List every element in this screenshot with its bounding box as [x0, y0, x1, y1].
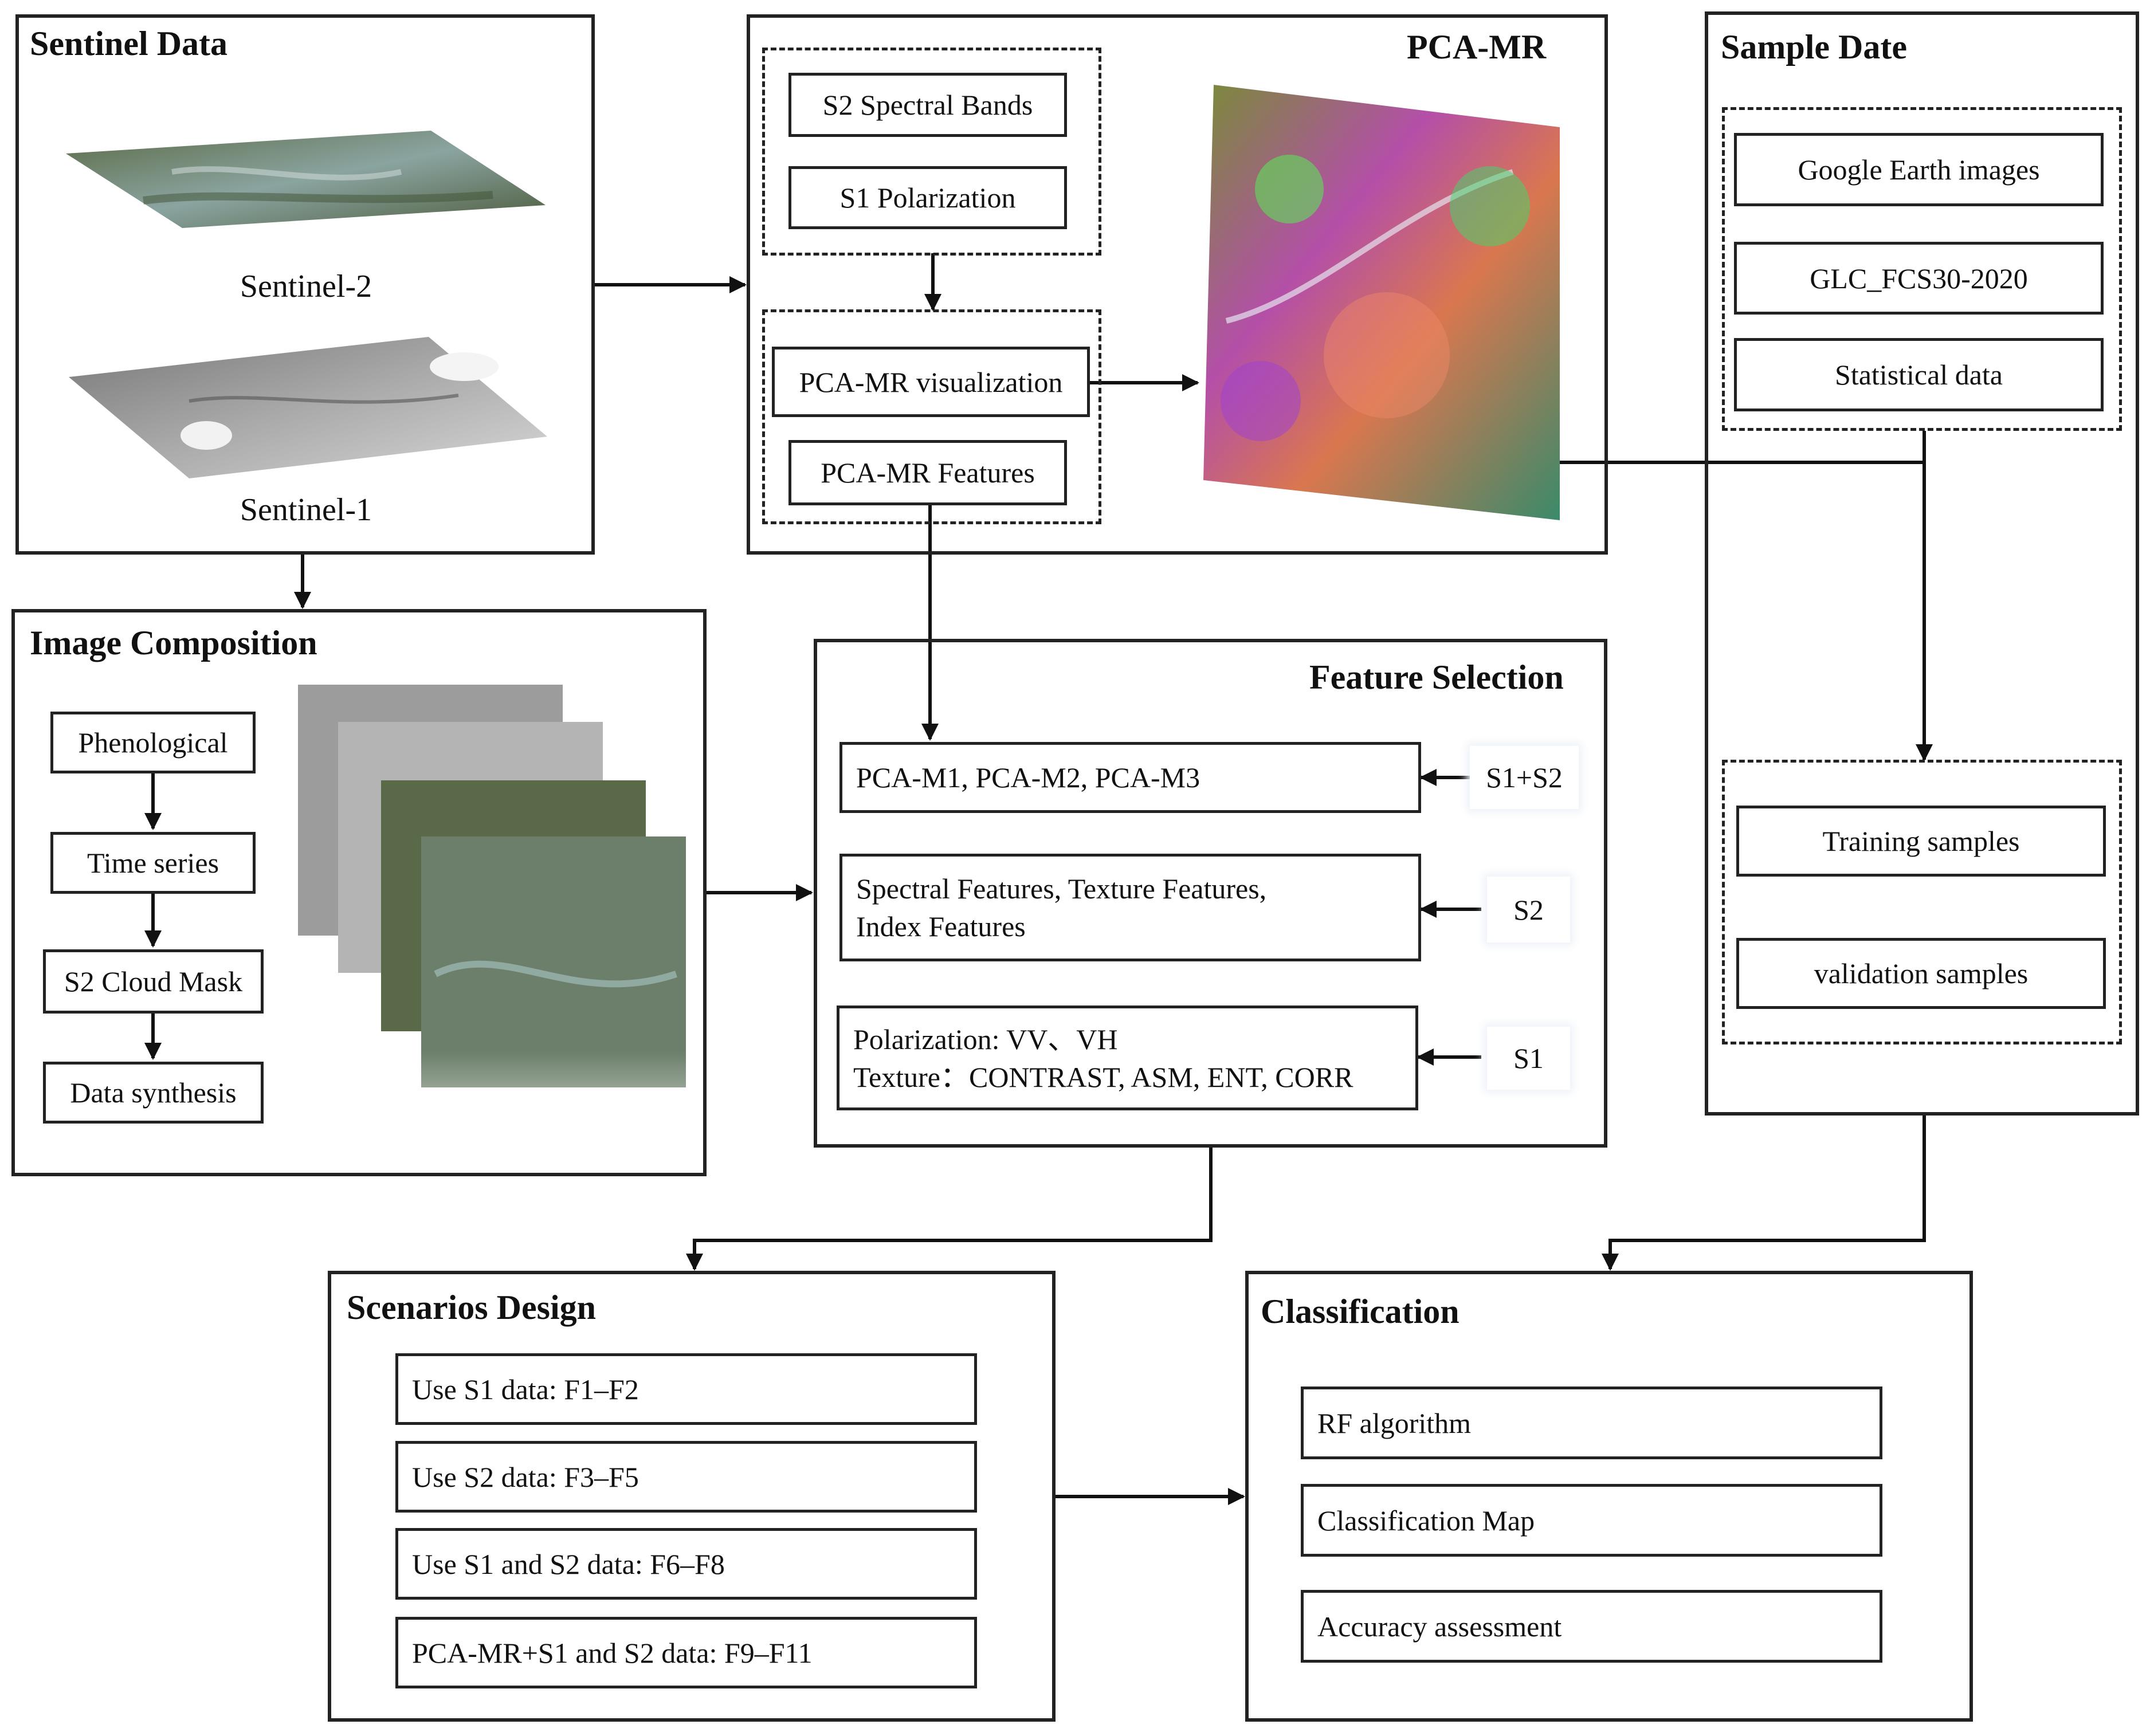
accuracy-assessment-box: Accuracy assessment: [1301, 1590, 1882, 1663]
pca-m-features-box: PCA-M1, PCA-M2, PCA-M3: [839, 742, 1421, 813]
sample-set-group: [1722, 760, 2122, 1044]
scenarios-design-panel: [328, 1271, 1056, 1722]
composition-image-stack: [295, 682, 690, 1175]
validation-samples-box: validation samples: [1736, 938, 2106, 1009]
rf-algorithm-box: RF algorithm: [1301, 1387, 1882, 1459]
pca-mr-panel: [747, 14, 1608, 555]
scenario-pca-mr-box: PCA-MR+S1 and S2 data: F9–F11: [395, 1617, 977, 1688]
classification-panel: [1245, 1271, 1973, 1722]
data-synthesis-box: Data synthesis: [43, 1062, 264, 1124]
pca-mr-features-box: PCA-MR Features: [788, 440, 1067, 505]
google-earth-images-box: Google Earth images: [1734, 133, 2104, 206]
image-composition-title: Image Composition: [30, 624, 317, 662]
spectral-texture-index-box: Spectral Features, Texture Features, Ind…: [839, 854, 1421, 961]
statistical-data-box: Statistical data: [1734, 338, 2104, 411]
pca-mr-title: PCA-MR: [1407, 28, 1547, 66]
sentinel-1-label: Sentinel-1: [240, 492, 372, 528]
s1-s2-tag: S1+S2: [1470, 746, 1579, 809]
sentinel-data-title: Sentinel Data: [30, 25, 227, 62]
polarization-line: Polarization: VV、VH: [853, 1023, 1118, 1055]
pca-mr-visualization-box: PCA-MR visualization: [772, 347, 1090, 417]
pca-mr-image: [1203, 85, 1560, 520]
sample-date-panel: [1705, 11, 2139, 1116]
training-samples-box: Training samples: [1736, 806, 2106, 877]
spectral-texture-line: Spectral Features, Texture Features,: [856, 873, 1267, 905]
feature-selection-panel: [814, 639, 1607, 1148]
image-composition-panel: [11, 609, 707, 1176]
scenario-s1-box: Use S1 data: F1–F2: [395, 1353, 977, 1425]
sentinel-data-panel: [15, 14, 595, 555]
scenario-s2-box: Use S2 data: F3–F5: [395, 1441, 977, 1513]
texture-line: Texture：CONTRAST, ASM, ENT, CORR: [853, 1061, 1353, 1093]
classification-title: Classification: [1261, 1293, 1460, 1330]
sentinel-2-label: Sentinel-2: [240, 269, 372, 304]
s2-spectral-bands-box: S2 Spectral Bands: [788, 73, 1067, 137]
s1-polarization-box: S1 Polarization: [788, 166, 1067, 229]
feature-selection-title: Feature Selection: [1309, 658, 1564, 696]
sample-date-title: Sample Date: [1721, 28, 1907, 66]
polarization-texture-box: Polarization: VV、VH Texture：CONTRAST, AS…: [837, 1006, 1418, 1110]
scenarios-design-title: Scenarios Design: [347, 1289, 596, 1326]
s1-tag: S1: [1487, 1027, 1570, 1090]
sentinel-2-image: [66, 131, 546, 228]
glc-fcs30-box: GLC_FCS30-2020: [1734, 242, 2104, 315]
scenario-s1-s2-box: Use S1 and S2 data: F6–F8: [395, 1528, 977, 1600]
pca-output-group: [762, 309, 1101, 524]
pca-input-group: [762, 48, 1101, 256]
classification-map-box: Classification Map: [1301, 1484, 1882, 1557]
time-series-box: Time series: [50, 832, 256, 894]
index-features-line: Index Features: [856, 910, 1026, 942]
s2-tag: S2: [1487, 877, 1570, 942]
s2-cloud-mask-box: S2 Cloud Mask: [43, 949, 264, 1014]
sentinel-1-image: [69, 337, 547, 478]
phenological-box: Phenological: [50, 712, 256, 773]
sample-source-group: [1722, 107, 2122, 431]
